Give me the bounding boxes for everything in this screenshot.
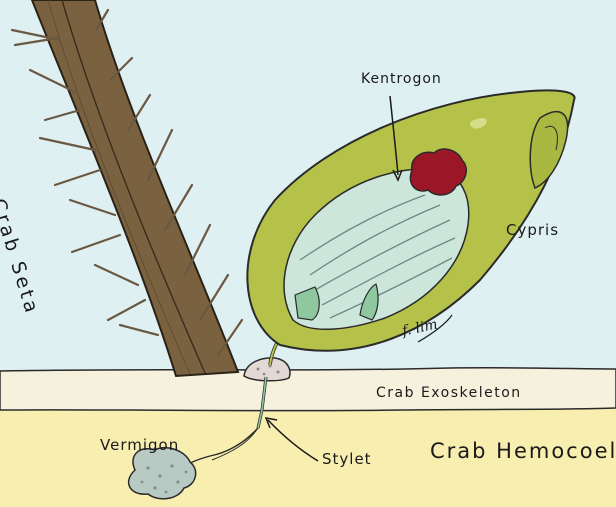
stylet-pointer xyxy=(267,419,319,462)
kentrogon-red-mass xyxy=(409,148,467,196)
crab-hemocoel-region xyxy=(0,395,616,507)
label-crab-hemocoel: Crab Hemocoel xyxy=(430,439,616,463)
label-crab-exoskeleton: Crab Exoskeleton xyxy=(376,385,522,401)
vermigon-body xyxy=(127,446,197,500)
kentrogon-folds xyxy=(299,194,456,319)
kentrogon-pointer xyxy=(389,95,399,176)
label-stylet: Stylet xyxy=(322,450,372,468)
seta-barbs xyxy=(10,8,244,357)
cypris-larva xyxy=(246,89,576,366)
label-kentrogon: Kentrogon xyxy=(361,71,442,87)
signature-flourish xyxy=(417,314,453,343)
label-vermigon: Vermigon xyxy=(100,436,180,454)
crab-exoskeleton-band xyxy=(0,366,616,412)
crab-seta xyxy=(10,0,244,378)
label-cypris: Cypris xyxy=(506,221,560,239)
